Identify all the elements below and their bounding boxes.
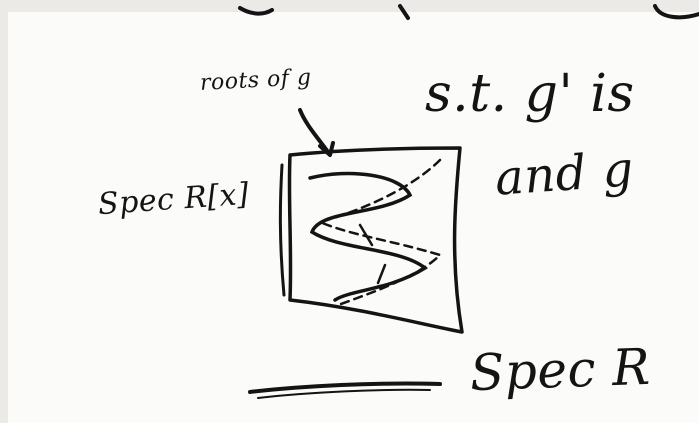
roots-of-g-label: roots of g	[199, 65, 313, 96]
crossing-mark	[358, 223, 387, 285]
and-text: and g	[493, 141, 636, 207]
top-edge	[0, 0, 699, 12]
spec-r-label: Spec R	[469, 337, 652, 403]
partial-stroke-top-3	[653, 4, 699, 20]
partial-stroke-top-1	[238, 6, 274, 16]
projection-line-2	[257, 388, 431, 399]
left-edge	[0, 0, 8, 423]
such-that-text: s.t. g' is	[425, 64, 635, 124]
dashed-curve	[316, 158, 443, 307]
bracket	[278, 163, 286, 297]
spec-rx-box	[287, 146, 464, 334]
projection-line	[248, 381, 442, 394]
pointer-arrow	[298, 108, 335, 157]
partial-stroke-top-2	[398, 4, 410, 20]
